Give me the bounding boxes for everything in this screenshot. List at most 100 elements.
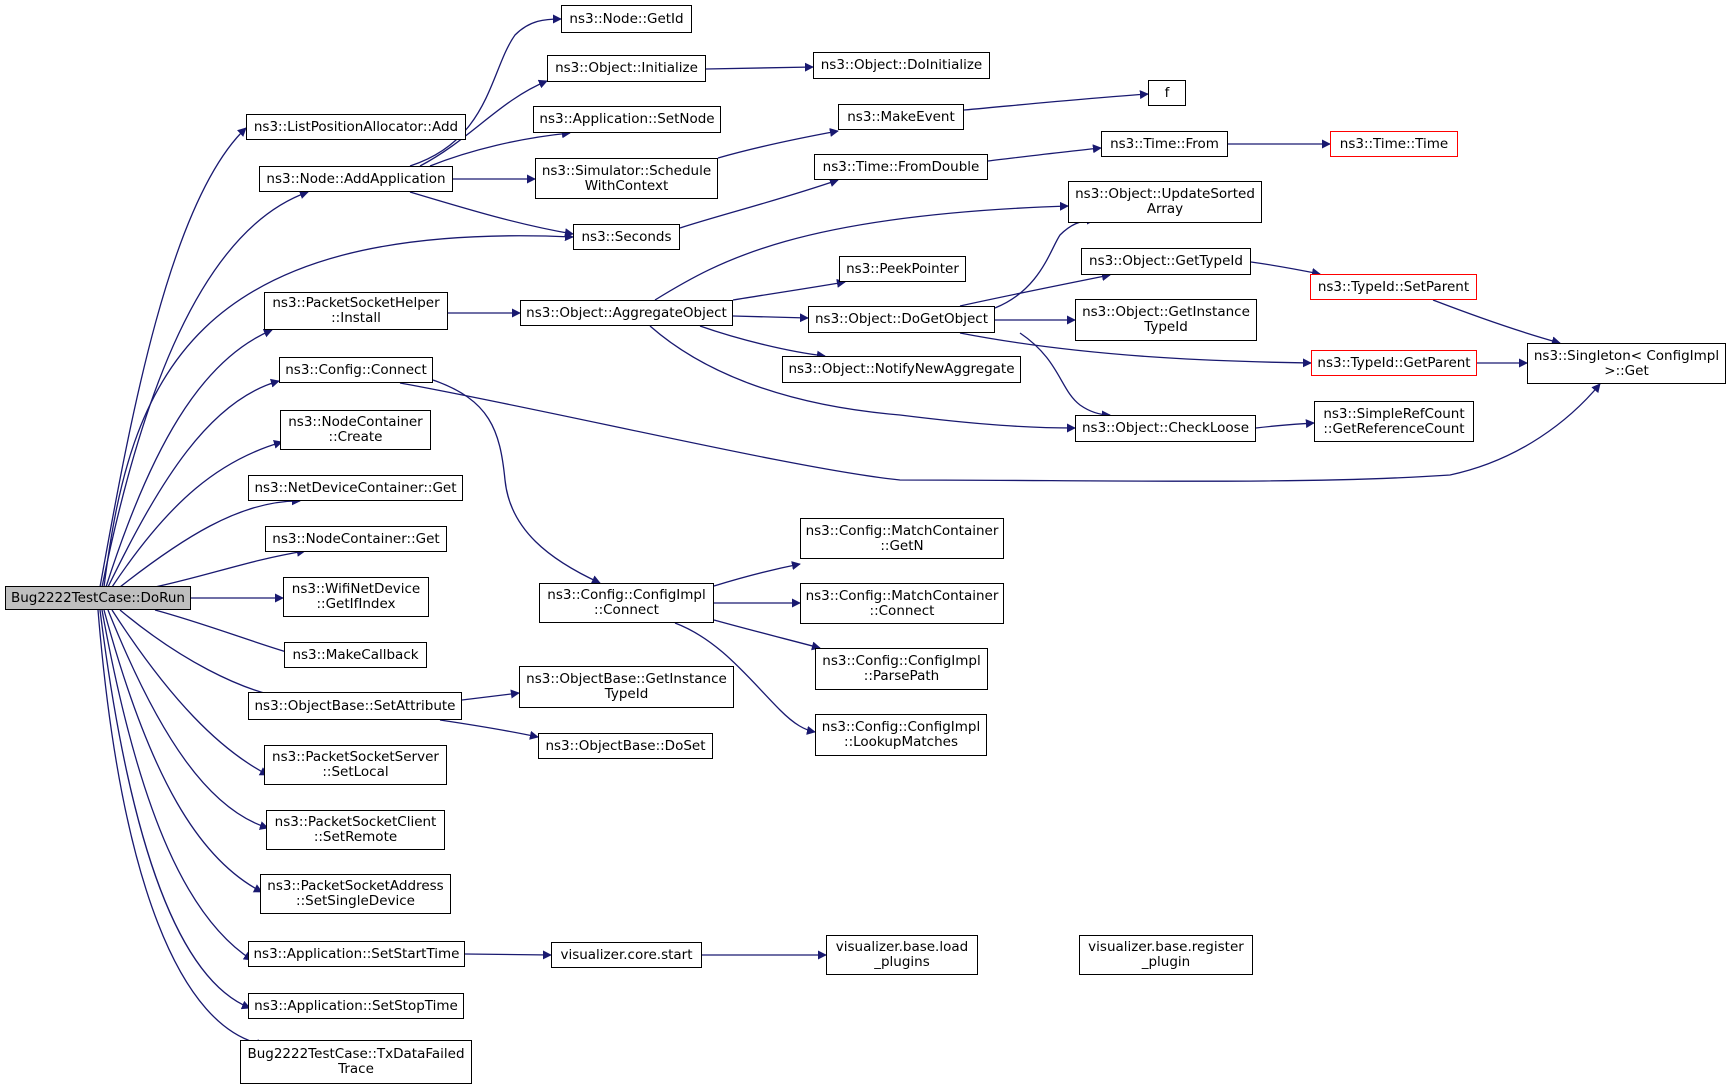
node-packetsockethelper-install[interactable]: ns3::PacketSocketHelper::Install — [264, 292, 448, 330]
node-application-setstarttime[interactable]: ns3::Application::SetStartTime — [248, 941, 465, 967]
node-seconds[interactable]: ns3::Seconds — [573, 224, 680, 250]
node-object-aggregateobject[interactable]: ns3::Object::AggregateObject — [520, 300, 733, 326]
node-netdevicecontainer-get[interactable]: ns3::NetDeviceContainer::Get — [248, 475, 463, 501]
node-label-line: ::Create — [328, 429, 383, 445]
edge-ob_setattr-to-ob_doset — [439, 719, 539, 740]
node-peekpointer[interactable]: ns3::PeekPointer — [839, 256, 966, 282]
node-object-gettypeid[interactable]: ns3::Object::GetTypeId — [1081, 248, 1251, 275]
edge-cfgimpl_connect-to-cfgimpl_parse — [713, 619, 821, 651]
edge-root-to-makecallback — [154, 609, 298, 658]
node-typeid-getparent[interactable]: ns3::TypeId::GetParent — [1311, 350, 1477, 376]
node-object-notifynewaggregate[interactable]: ns3::Object::NotifyNewAggregate — [782, 356, 1021, 383]
edge-root-to-nc_get — [154, 547, 306, 588]
node-label-line: ns3::ObjectBase::DoSet — [545, 737, 706, 754]
edge-app_setstart-to-viz_start — [464, 950, 552, 960]
edge-obj_aggregate-to-obj_updatesorted — [654, 201, 1069, 301]
node-label-line: ns3::Config::MatchContainer — [805, 522, 999, 539]
node-label-line: ::Connect — [594, 602, 659, 618]
node-label-line: ns3::Config::ConfigImpl — [821, 719, 981, 735]
node-bug2222-doRun: Bug2222TestCase::DoRun — [5, 586, 191, 610]
node-label-line: ::Connect — [869, 602, 935, 619]
node-label-line: >::Get — [1604, 362, 1649, 379]
node-label-line: ns3::Application::SetStopTime — [254, 997, 458, 1014]
edge-obj_aggregate-to-obj_notifynewagg — [699, 325, 826, 360]
node-application-setnode[interactable]: ns3::Application::SetNode — [533, 106, 721, 133]
node-time-time[interactable]: ns3::Time::Time — [1330, 131, 1458, 157]
node-packetsocketaddress-setsingledevice[interactable]: ns3::PacketSocketAddress::SetSingleDevic… — [260, 874, 451, 914]
node-label-line: f — [1164, 84, 1170, 101]
node-visualizer-base-loadplugins[interactable]: visualizer.base.load_plugins — [826, 935, 978, 975]
node-application-setstoptime[interactable]: ns3::Application::SetStopTime — [248, 993, 464, 1019]
node-object-dogetobject[interactable]: ns3::Object::DoGetObject — [808, 306, 995, 333]
node-label-line: ns3::NetDeviceContainer::Get — [254, 479, 457, 496]
edge-obj_aggregate-to-obj_checkloose — [649, 325, 1076, 433]
edge-node_addapp-to-seconds — [409, 191, 574, 238]
node-label-line: ns3::Seconds — [581, 228, 672, 245]
edge-root-to-listposalloc_add — [99, 127, 247, 588]
node-nodecontainer-create[interactable]: ns3::NodeContainer::Create — [280, 410, 431, 450]
node-listpositionallocator-add[interactable]: ns3::ListPositionAllocator::Add — [246, 114, 466, 140]
edge-obj_gettypeid-to-tid_setparent — [1250, 261, 1321, 277]
node-objectbase-setattribute[interactable]: ns3::ObjectBase::SetAttribute — [248, 692, 462, 720]
edge-makeevent-to-f — [963, 90, 1149, 111]
edge-root-to-app_setstop — [99, 609, 251, 1010]
node-label-line: ns3::Config::ConfigImpl — [822, 653, 981, 669]
edge-node_addapp-to-node_getid — [409, 14, 562, 167]
edge-obj_aggregate-to-obj_dogetobject — [732, 313, 809, 323]
node-configimpl-parsepath[interactable]: ns3::Config::ConfigImpl::ParsePath — [815, 648, 988, 690]
node-time-fromdouble[interactable]: ns3::Time::FromDouble — [814, 154, 988, 180]
node-label-line: ::GetN — [880, 537, 924, 554]
node-objectbase-doset[interactable]: ns3::ObjectBase::DoSet — [538, 733, 713, 759]
node-f[interactable]: f — [1148, 80, 1186, 106]
node-label-line: ns3::Object::Initialize — [555, 60, 698, 76]
node-time-from[interactable]: ns3::Time::From — [1101, 131, 1228, 157]
node-label-line: ns3::Config::MatchContainer — [805, 587, 999, 604]
node-label-line: ns3::Object::GetTypeId — [1089, 253, 1243, 269]
node-node-addapplication[interactable]: ns3::Node::AddApplication — [259, 166, 453, 192]
node-label-line: visualizer.base.register — [1088, 939, 1244, 955]
node-matchcontainer-connect[interactable]: ns3::Config::MatchContainer::Connect — [800, 583, 1004, 624]
node-label-line: Array — [1146, 201, 1184, 217]
edge-root-to-txdatafailed — [97, 609, 266, 1049]
node-label-line: ns3::NodeContainer — [288, 414, 423, 430]
node-object-doinitialize[interactable]: ns3::Object::DoInitialize — [813, 52, 990, 79]
node-label-line: ns3::Config::ConfigImpl — [547, 587, 706, 603]
node-label-line: _plugin — [1141, 954, 1191, 970]
node-makeevent[interactable]: ns3::MakeEvent — [838, 104, 964, 130]
edge-root-to-psa_setsingle — [103, 609, 263, 893]
node-node-getid[interactable]: ns3::Node::GetId — [561, 5, 692, 33]
edge-sim_schedctx-to-makeevent — [717, 128, 839, 159]
node-visualizer-base-registerplugin[interactable]: visualizer.base.register_plugin — [1079, 935, 1253, 975]
node-wifinetdevice-getifindex[interactable]: ns3::WifiNetDevice::GetIfIndex — [283, 577, 429, 617]
node-label-line: ns3::Object::NotifyNewAggregate — [788, 361, 1015, 377]
node-label-line: visualizer.base.load — [835, 939, 969, 955]
node-configimpl-lookupmatches[interactable]: ns3::Config::ConfigImpl::LookupMatches — [815, 714, 987, 756]
node-configimpl-connect[interactable]: ns3::Config::ConfigImpl::Connect — [539, 583, 714, 623]
node-matchcontainer-getn[interactable]: ns3::Config::MatchContainer::GetN — [800, 518, 1004, 559]
node-nodecontainer-get[interactable]: ns3::NodeContainer::Get — [265, 526, 447, 552]
node-typeid-setparent[interactable]: ns3::TypeId::SetParent — [1310, 274, 1477, 300]
node-packetsocketserver-setlocal[interactable]: ns3::PacketSocketServer::SetLocal — [264, 745, 447, 785]
node-packetsocketclient-setremote[interactable]: ns3::PacketSocketClient::SetRemote — [266, 810, 445, 850]
node-makecallback[interactable]: ns3::MakeCallback — [284, 642, 427, 668]
node-label-line: ns3::Object::DoGetObject — [814, 311, 989, 327]
node-simplerefcount-getreferencecount[interactable]: ns3::SimpleRefCount::GetReferenceCount — [1314, 401, 1474, 442]
node-visualizer-core-start[interactable]: visualizer.core.start — [551, 942, 702, 968]
node-label-line: ns3::Node::AddApplication — [266, 170, 446, 187]
node-singleton-configimpl-get[interactable]: ns3::Singleton< ConfigImpl>::Get — [1527, 343, 1726, 384]
node-label-line: ns3::Object::DoInitialize — [820, 57, 983, 73]
node-label-line: Bug2222TestCase::TxDataFailed — [247, 1046, 465, 1062]
node-object-checkloose[interactable]: ns3::Object::CheckLoose — [1075, 415, 1256, 442]
node-label-line: ns3::Object::UpdateSorted — [1075, 186, 1255, 202]
node-config-connect[interactable]: ns3::Config::Connect — [279, 357, 433, 383]
node-object-initialize[interactable]: ns3::Object::Initialize — [547, 55, 706, 82]
edge-seconds-to-time_fromdouble — [679, 178, 839, 229]
node-label-line: ns3::Time::FromDouble — [822, 158, 980, 175]
